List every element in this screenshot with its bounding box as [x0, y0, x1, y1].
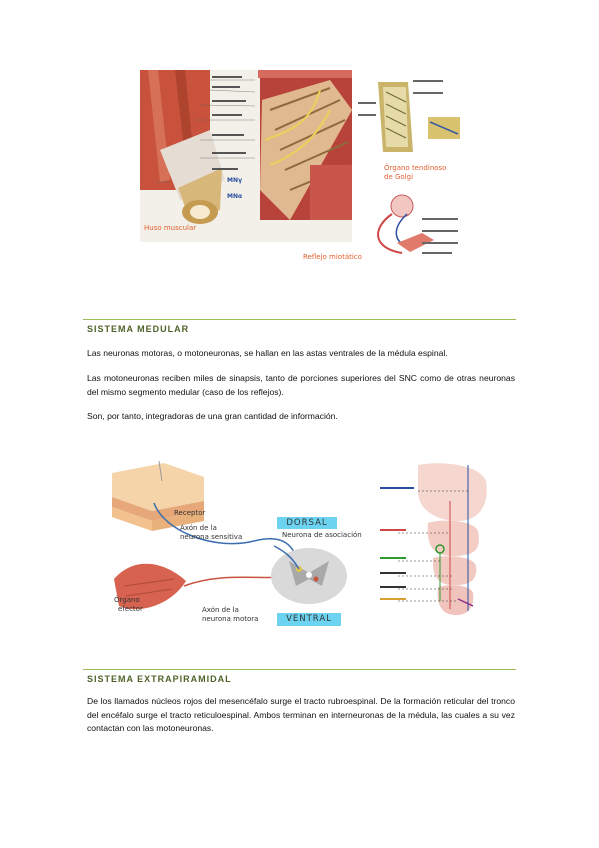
axon-motora-label-1: Axón de la [202, 606, 239, 614]
neurona-asociacion-label: Neurona de asociación [282, 531, 362, 539]
axon-sensitiva-label-2: neurona sensitiva [180, 533, 243, 541]
reflex-arc-figure [362, 188, 468, 260]
reflex-arc-diagram-art [104, 461, 362, 631]
golgi-organ-figure [358, 72, 468, 162]
golgi-organ-illustration [358, 72, 468, 162]
organo-efector-label-2: efector [118, 605, 143, 613]
brainstem-tracts-figure [378, 461, 490, 621]
medular-text-3: Son, por tanto, integradoras de una gran… [87, 411, 338, 421]
extrapiramidal-paragraph: De los llamados núcleos rojos del mesenc… [87, 695, 515, 736]
reflex-arc-illustration [362, 188, 468, 260]
section-divider [83, 319, 516, 320]
axon-sensitiva-label-1: Axón de la [180, 524, 217, 532]
section-heading-medular: SISTEMA MEDULAR [87, 324, 190, 334]
brainstem-tracts-illustration [378, 461, 490, 621]
medular-text-1: Las neuronas motoras, o motoneuronas, se… [87, 348, 448, 358]
mn-gamma-label: MNγ [227, 177, 243, 184]
axon-motora-label-2: neurona motora [202, 615, 259, 623]
organo-tendinoso-caption-2: de Golgi [384, 173, 414, 181]
extrapiramidal-text: De los llamados núcleos rojos del mesenc… [87, 696, 515, 733]
section-heading-extrapiramidal: SISTEMA EXTRAPIRAMIDAL [87, 674, 232, 684]
medular-paragraph-3: Son, por tanto, integradoras de una gran… [87, 410, 515, 424]
receptor-label: Receptor [174, 509, 206, 517]
ventral-badge: VENTRAL [277, 613, 341, 626]
huso-muscular-caption: Huso muscular [144, 224, 197, 232]
medular-paragraph-2: Las motoneuronas reciben miles de sinaps… [87, 372, 515, 399]
dorsal-badge: DORSAL [277, 517, 337, 529]
muscle-spindle-illustration [140, 70, 352, 242]
medular-paragraph-1: Las neuronas motoras, o motoneuronas, se… [87, 347, 515, 361]
muscle-spindle-figure: MNγ MNα Huso muscular [140, 70, 352, 242]
mn-alpha-label: MNα [227, 193, 243, 200]
section-divider-2 [83, 669, 516, 670]
reflex-arc-diagram: Receptor Axón de la neurona sensitiva Ne… [104, 461, 362, 631]
organo-efector-label-1: Órgano [114, 596, 140, 604]
medular-text-2: Las motoneuronas reciben miles de sinaps… [87, 373, 515, 397]
reflejo-miotatico-caption: Reflejo miotático [303, 253, 362, 261]
organo-tendinoso-caption-1: Órgano tendinoso [384, 164, 447, 172]
